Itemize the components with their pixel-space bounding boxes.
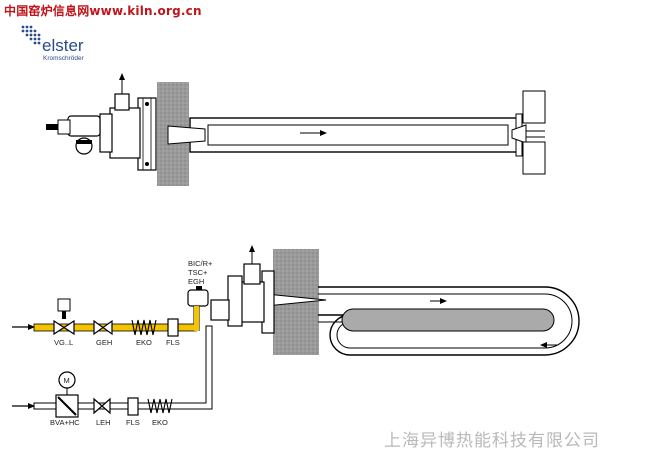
bottom-burner-body bbox=[227, 275, 243, 327]
company-watermark: 上海异博热能科技有限公司 bbox=[384, 431, 600, 451]
label-eko-air: EKO bbox=[152, 418, 168, 427]
top-mount-flange bbox=[137, 97, 157, 171]
top-recuperator-upper bbox=[522, 90, 546, 124]
top-air-connection bbox=[114, 93, 130, 111]
label-eko-gas: EKO bbox=[136, 338, 152, 347]
bottom-flow-arrow-2 bbox=[540, 342, 547, 348]
label-fls-air: FLS bbox=[126, 418, 140, 427]
top-inner-tube bbox=[207, 124, 509, 146]
top-burner-body bbox=[109, 107, 141, 159]
air-supply-line bbox=[33, 325, 213, 410]
top-flame-cone bbox=[167, 125, 206, 145]
label-bic: BIC/R+ bbox=[188, 259, 213, 268]
logo-subtitle: Kromschröder bbox=[43, 55, 84, 62]
site-watermark: 中国窑炉信息网www.kiln.org.cn bbox=[4, 4, 202, 18]
label-tsc: TSC+ bbox=[188, 268, 208, 277]
elster-logo-icon bbox=[21, 25, 41, 45]
air-eko-bellows bbox=[147, 398, 173, 414]
label-vgl: VG..L bbox=[54, 338, 73, 347]
air-leh-valve bbox=[93, 397, 111, 415]
gas-geh-valve bbox=[93, 319, 113, 336]
bottom-u-tube bbox=[318, 286, 580, 356]
top-burner-assembly bbox=[46, 73, 546, 186]
bottom-inner-element bbox=[341, 308, 555, 332]
label-egh: EGH bbox=[188, 277, 204, 286]
gas-fls bbox=[167, 318, 179, 337]
label-fls-gas: FLS bbox=[166, 338, 180, 347]
bottom-exhaust-arrow bbox=[249, 245, 255, 252]
logo-name: elster bbox=[42, 36, 84, 55]
gas-eko-bellows bbox=[131, 319, 157, 336]
air-inlet-arrow bbox=[28, 403, 35, 409]
air-fls bbox=[127, 397, 139, 416]
label-motor: M bbox=[64, 376, 70, 385]
bottom-flow-arrow-1 bbox=[440, 298, 447, 304]
bottom-air-connection bbox=[243, 263, 261, 285]
bottom-burner-assembly: VG..L GEH EKO FLS BIC/R+ TSC+ EGH M BVA+… bbox=[12, 245, 580, 427]
gas-inlet-arrow bbox=[28, 324, 35, 330]
label-bvahc: BVA+HC bbox=[50, 418, 80, 427]
top-exhaust-arrow bbox=[119, 73, 125, 80]
label-leh: LEH bbox=[96, 418, 111, 427]
label-geh: GEH bbox=[96, 338, 112, 347]
top-recuperator-lower bbox=[522, 141, 546, 175]
gas-solenoid-valve bbox=[53, 319, 75, 336]
top-flow-arrow bbox=[320, 130, 327, 136]
